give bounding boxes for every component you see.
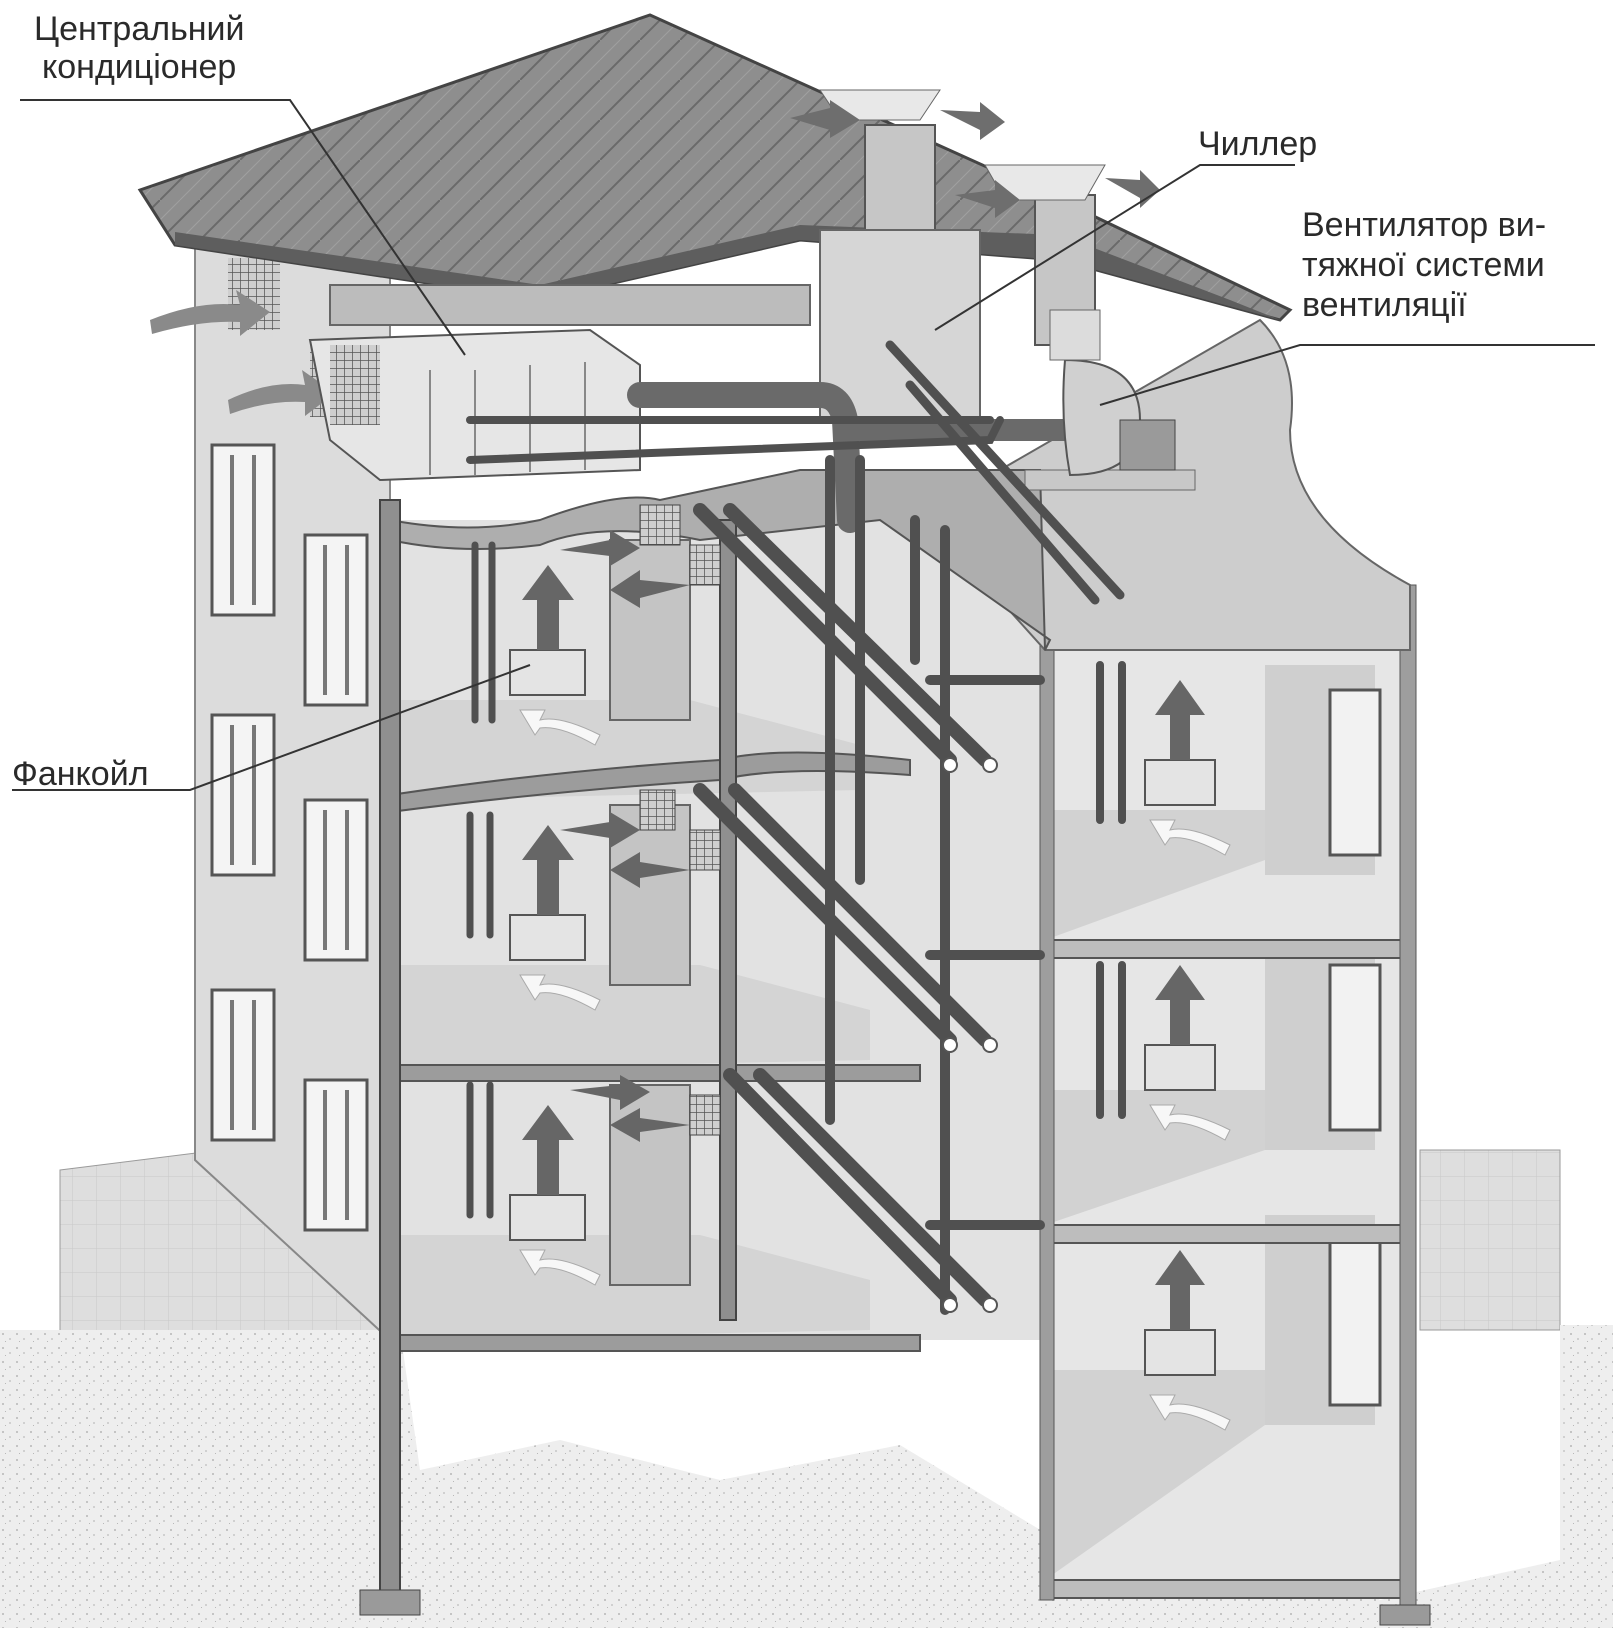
roof [137, 13, 1293, 346]
label-exhaust-fan: Вентилятор ви- тяжної системи вентиляції [1302, 205, 1546, 325]
chilled-water-pipes [466, 340, 1126, 1315]
return-air-arrows [519, 709, 1231, 1431]
exterior-wall-left [194, 198, 391, 1343]
label-exhaust-fan-line2: тяжної системи [1302, 246, 1545, 284]
building-interior [359, 318, 1431, 1626]
fancoil-units [509, 649, 1216, 1376]
intake-arrows [150, 290, 335, 416]
leader-lines [12, 99, 1595, 791]
label-fancoil: Фанкойл [12, 755, 149, 793]
ductwork [308, 229, 1196, 533]
supply-grilles [639, 504, 721, 1136]
label-exhaust-fan-line1: Вентилятор ви- [1302, 206, 1547, 244]
label-central-air-conditioner: Центральний кондиціонер [34, 10, 245, 86]
pipe-ends [942, 757, 998, 1313]
label-central-air-conditioner-line1: Центральний [34, 10, 245, 48]
label-central-air-conditioner-line2: кондиціонер [42, 48, 237, 86]
label-exhaust-fan-line3: вентиляції [1302, 286, 1467, 324]
airflow-arrows [522, 530, 1205, 1330]
label-chiller: Чиллер [1198, 125, 1318, 163]
